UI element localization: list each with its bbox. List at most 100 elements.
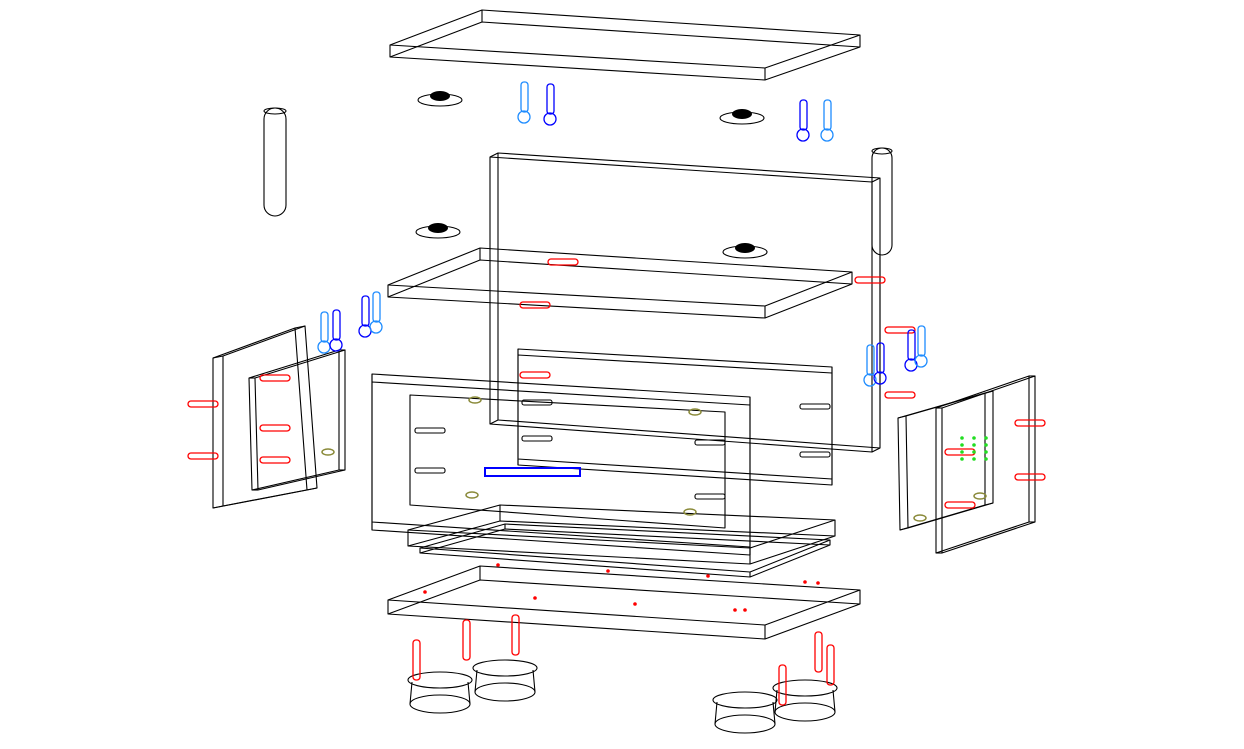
dowel [688,408,702,416]
slot [521,399,553,406]
foot-side [774,689,778,713]
left-side-outer [212,325,318,509]
bolt-shank [372,291,381,323]
connector-disc [417,91,463,107]
red-bolt [462,619,471,661]
foot-bottom [474,682,536,702]
connector-disc [719,109,765,125]
foot-side [532,669,536,693]
green-hole [972,443,976,447]
foot-bottom [774,702,836,722]
green-hole [972,436,976,440]
foot [772,679,838,722]
red-hole [533,596,537,600]
bolt-head [873,371,887,385]
red-screw [259,424,291,432]
left-side-inner-face [254,349,346,491]
bolt-head [820,128,834,142]
bolt-head [369,320,383,334]
bolt-head [517,110,531,124]
bottom-tray [407,504,836,565]
foot-side [409,681,413,705]
foot-top [772,679,838,697]
green-hole [960,457,964,461]
left-side-outer-edge [294,325,306,329]
foot-side [772,701,776,725]
red-screw [944,501,976,509]
red-bolt [778,664,787,706]
slot [694,439,726,446]
dowel [683,508,697,516]
bolt-shank [546,83,555,115]
connector-disc [415,223,461,239]
bolt-shank [520,81,529,113]
foot-side [474,669,478,693]
red-screw [884,326,916,334]
left-side-inner [248,349,346,491]
red-screw [519,371,551,379]
green-hole [972,457,976,461]
dowel [973,492,987,500]
base-panel-back-face [387,579,861,640]
red-hole [606,569,610,573]
foot-side [832,689,836,713]
red-hole [733,608,737,612]
bolt-shank [917,325,926,357]
drawer-panel-face [517,354,833,486]
bolt-head [358,324,372,338]
bolt-head [863,373,877,387]
red-bolt [814,631,823,673]
blue-bolt [517,81,531,124]
bolt-shank [876,342,885,374]
bolt-head [543,112,557,126]
disc-hub [428,223,448,233]
right-side-inner [935,375,1036,554]
red-screw [1014,473,1046,481]
blue-bolt [796,99,810,142]
red-hole [706,574,710,578]
left-post-body [263,107,287,217]
red-hole [633,602,637,606]
foot-bottom [714,714,776,734]
green-hole [960,436,964,440]
blue-bolt [914,325,928,368]
red-bolt [826,644,835,686]
blue-bolt [369,291,383,334]
drawer-panel-back-face [517,348,833,480]
slot [799,451,831,458]
red-screw [519,301,551,309]
dowel [465,491,479,499]
foot-side [467,681,471,705]
right-post [871,147,893,256]
base-panel [387,565,861,640]
bolt-shank [361,295,370,327]
blue-bolt [358,295,372,338]
red-hole [496,563,500,567]
green-hole [984,457,988,461]
bolt-shank [332,309,341,341]
red-screw [187,452,219,460]
right-side-outer-edge [897,415,907,419]
green-hole [984,436,988,440]
right-post-body [871,147,893,256]
back-panel-edge [489,152,499,158]
bolt-shank [907,329,916,361]
bolt-shank [866,344,875,376]
front-frame-opening [409,394,726,529]
red-bolt [412,639,421,681]
bolt-shank [320,311,329,343]
red-screw [854,276,886,284]
red-screw [259,374,291,382]
foot-bottom [409,694,471,714]
left-side-outer-edge [212,505,224,509]
bottom-plate-face [419,523,831,573]
back-panel-edge [871,177,881,183]
foot-side [714,701,718,725]
red-screw [187,400,219,408]
right-post-top [871,147,893,155]
drawer-panel [517,348,833,486]
foot-top [712,691,778,709]
red-screw [1014,419,1046,427]
red-hole [423,590,427,594]
